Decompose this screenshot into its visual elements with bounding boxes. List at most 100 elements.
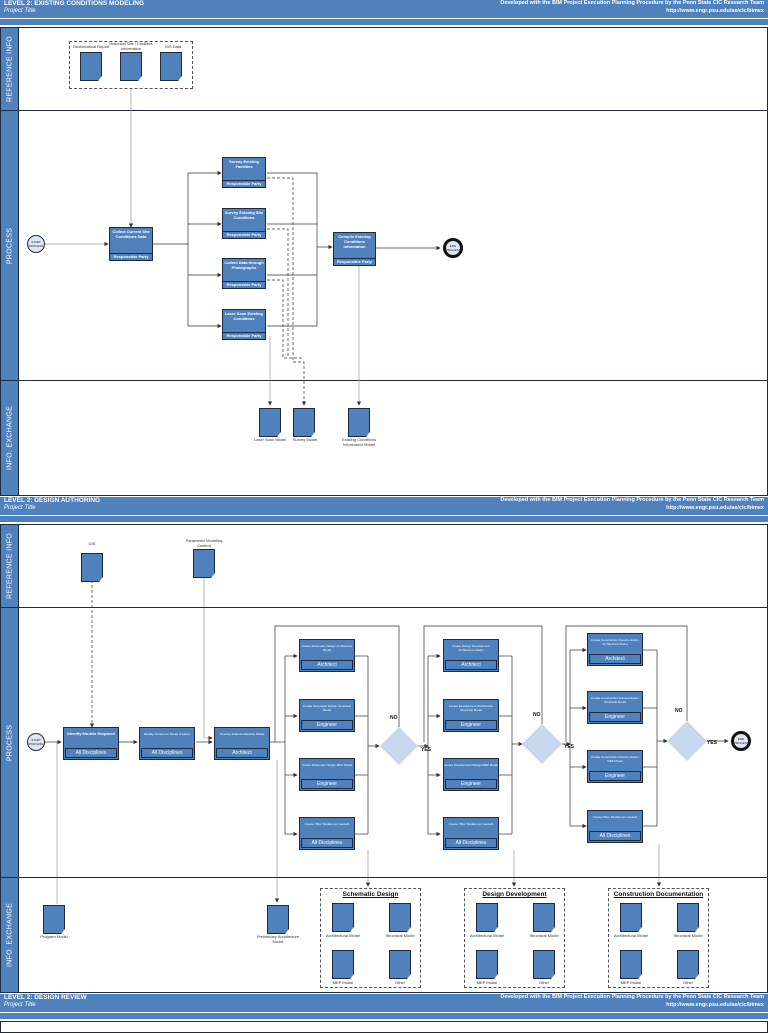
phase1-task-mep[interactable]: Create Schematic Design MEP Model Engine…	[299, 758, 355, 791]
group-title: Design Development	[482, 891, 547, 898]
start-process-node[interactable]: START PROCESS	[27, 235, 45, 253]
step-party: All Disciplines	[445, 838, 497, 848]
architectural-model-doc-icon[interactable]	[476, 903, 498, 932]
phase3-task-structural[interactable]: Create Construction Documentation Struct…	[587, 691, 643, 724]
structural-model-doc-icon[interactable]	[533, 903, 555, 932]
compile-info-step[interactable]: Compile Existing Conditions Information …	[333, 232, 376, 266]
doc-caption: MEP Model	[332, 980, 354, 985]
reference-doc-group	[69, 41, 193, 89]
geotechnical-report-doc-icon[interactable]	[80, 52, 102, 81]
lane-label-info: INFO. EXCHANGE	[0, 380, 19, 496]
parametric-content-doc-icon[interactable]	[193, 549, 215, 578]
step-title: Create Schematic Design MEP Model	[301, 763, 353, 767]
mep-model-doc-icon[interactable]	[620, 950, 642, 979]
mep-model-doc-icon[interactable]	[476, 950, 498, 979]
identify-models-step[interactable]: Identify Models Required All Disciplines	[63, 727, 119, 760]
structural-model-doc-icon[interactable]	[389, 903, 411, 932]
laser-scan-step[interactable]: Laser Scan Existing Conditions Responsib…	[222, 309, 266, 340]
section-title: LEVEL 2: DESIGN AUTHORING	[4, 497, 101, 504]
construction-documentation-group: Construction Documentation Architectural…	[608, 888, 709, 988]
step-title: Collect Data through Photographs	[224, 260, 264, 270]
survey-facilities-step[interactable]: Survey Existing Facilities Responsible P…	[222, 157, 266, 188]
phase2-task-other[interactable]: Create Other Models (as needed) All Disc…	[443, 817, 499, 850]
doc-caption: Historical Site / Facilities Information	[109, 41, 153, 51]
start-process-node[interactable]: START PROCESS	[27, 733, 45, 751]
step-title: Identify Models Required	[67, 731, 115, 736]
credit-url[interactable]: http://www.engr.psu.edu/ae/cic/bimex	[666, 505, 764, 511]
survey-model-doc-icon[interactable]	[293, 408, 315, 437]
phase3-task-other[interactable]: Create Other Models (as needed) All Disc…	[587, 810, 643, 843]
architectural-model-doc-icon[interactable]	[332, 903, 354, 932]
end-process-node[interactable]: END PROCESS	[731, 731, 751, 751]
step-party: Responsible Party	[223, 180, 265, 187]
credit-url[interactable]: http://www.engr.psu.edu/ae/cic/bimex	[666, 8, 764, 14]
doc-caption: Geotechnical Report	[72, 44, 110, 49]
step-party: Architect	[445, 660, 497, 670]
step-title: Create Other Models (as needed)	[592, 815, 638, 819]
step-party: Architect	[216, 748, 268, 758]
group-title: Construction Documentation	[613, 891, 704, 898]
header-strip	[0, 516, 768, 522]
laser-scan-model-doc-icon[interactable]	[259, 408, 281, 437]
section-header-existing-conditions: LEVEL 2: EXISTING CONDITIONS MODELING Pr…	[0, 0, 768, 18]
decision-yes-label: YES	[421, 747, 432, 753]
architectural-model-doc-icon[interactable]	[620, 903, 642, 932]
section-header-design-review: LEVEL 2: DESIGN REVIEW Project Title Dev…	[0, 994, 768, 1012]
step-title: Create Construction Documentation MEP Mo…	[591, 755, 639, 763]
end-process-node[interactable]: END PROCESS	[443, 238, 463, 258]
mep-model-doc-icon[interactable]	[332, 950, 354, 979]
header-strip	[0, 19, 768, 25]
phase3-task-architecture[interactable]: Create Construction Documentation Archit…	[587, 633, 643, 666]
photographs-step[interactable]: Collect Data through Photographs Respons…	[222, 258, 266, 289]
step-title: Collect Current Site Conditions Data	[112, 229, 150, 239]
preliminary-architecture-doc-icon[interactable]	[267, 905, 289, 934]
survey-site-step[interactable]: Survey Existing Site Conditions Responsi…	[222, 208, 266, 239]
phase1-task-architecture[interactable]: Create Schematic Design Architecture Mod…	[299, 639, 355, 672]
collect-site-data-step[interactable]: Collect Current Site Conditions Data Res…	[109, 227, 153, 261]
step-title: Create Construction Documentation Archit…	[591, 638, 639, 646]
step-party: Engineer	[589, 771, 641, 781]
structural-model-doc-icon[interactable]	[677, 903, 699, 932]
credit-url[interactable]: http://www.engr.psu.edu/ae/cic/bimex	[666, 1002, 764, 1008]
existing-conditions-model-doc-icon[interactable]	[348, 408, 370, 437]
credit-text: Developed with the BIM Project Execution…	[500, 0, 764, 6]
credit-text: Developed with the BIM Project Execution…	[500, 497, 764, 503]
lane-label-reference: REFERENCE INFO	[0, 524, 19, 608]
doc-caption: MEP Model	[476, 980, 498, 985]
gis-data-doc-icon[interactable]	[160, 52, 182, 81]
step-title: Create Design Development Architecture M…	[452, 644, 490, 652]
decision-yes-label: YES	[707, 740, 718, 746]
other-model-doc-icon[interactable]	[533, 950, 555, 979]
doc-caption: Survey Model	[292, 437, 318, 442]
phase1-task-other[interactable]: Create Other Models (as needed) All Disc…	[299, 817, 355, 850]
doc-caption: Existing Conditions Information Model	[341, 437, 377, 447]
lane-label-process: PROCESS	[0, 607, 19, 878]
other-model-doc-icon[interactable]	[677, 950, 699, 979]
schematic-design-group: Schematic Design Architectural Model Str…	[320, 888, 421, 988]
doc-caption: Parametric Modeling Content	[185, 538, 223, 548]
project-title: Project Title	[4, 505, 36, 511]
other-model-doc-icon[interactable]	[389, 950, 411, 979]
gis-doc-icon[interactable]	[81, 553, 103, 582]
decision-no-label: NO	[675, 708, 683, 714]
header-strip	[0, 1013, 768, 1019]
step-title: Create Other Models (as needed)	[448, 822, 494, 826]
step-party: Engineer	[301, 779, 353, 789]
step-title: Laser Scan Existing Conditions	[224, 311, 263, 321]
historical-info-doc-icon[interactable]	[120, 52, 142, 81]
phase2-task-architecture[interactable]: Create Design Development Architecture M…	[443, 639, 499, 672]
doc-caption: GIS	[88, 541, 96, 546]
program-model-doc-icon[interactable]	[43, 905, 65, 934]
step-party: Engineer	[301, 720, 353, 730]
initial-architecture-step[interactable]: Develop Initial Architecture Model Archi…	[214, 727, 270, 760]
design-development-group: Design Development Architectural Model S…	[464, 888, 565, 988]
phase3-task-mep[interactable]: Create Construction Documentation MEP Mo…	[587, 750, 643, 783]
decision-no-label: NO	[533, 712, 541, 718]
step-title: Survey Existing Site Conditions	[224, 210, 264, 220]
phase1-task-structural[interactable]: Create Schematic Design Structural Model…	[299, 699, 355, 732]
step-party: Responsible Party	[223, 332, 265, 339]
identify-content-step[interactable]: Identify Content for Model Creation All …	[139, 727, 195, 760]
phase2-task-structural[interactable]: Create Development Architecture Structur…	[443, 699, 499, 732]
step-party: Responsible Party	[223, 281, 265, 288]
phase2-task-mep[interactable]: Create Development Design MEP Model Engi…	[443, 758, 499, 791]
